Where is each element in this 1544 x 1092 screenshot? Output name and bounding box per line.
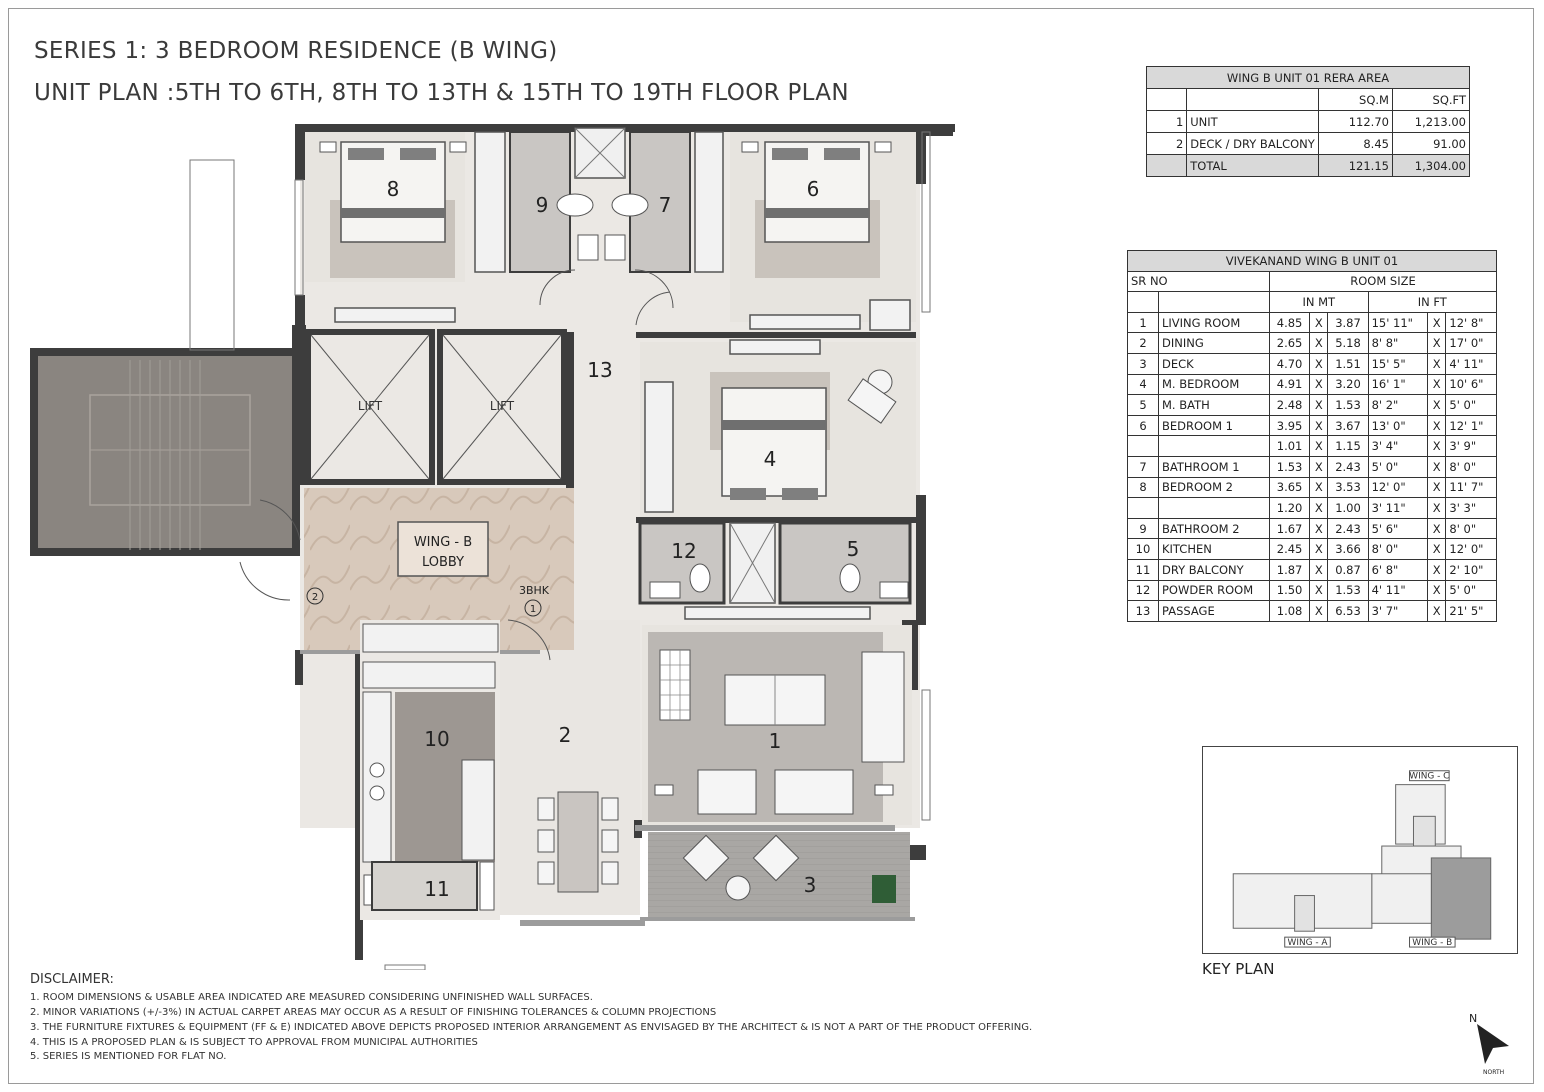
stair-core (30, 348, 300, 556)
disclaimer-line: 1. ROOM DIMENSIONS & USABLE AREA INDICAT… (30, 992, 593, 1003)
disclaimer-line: 4. THIS IS A PROPOSED PLAN & IS SUBJECT … (30, 1037, 478, 1048)
north-word: NORTH (1483, 1069, 1504, 1076)
north-letter: N (1469, 1012, 1477, 1025)
room-number-5: 5 (847, 537, 860, 561)
rera-area-table: WING B UNIT 01 RERA AREA SQ.M SQ.FT 1 UN… (1145, 66, 1471, 177)
sofa (861, 651, 905, 763)
rera-col-sqft: SQ.FT (1391, 88, 1471, 111)
rera-total-row: TOTAL 121.15 1,304.00 (1145, 154, 1471, 177)
disclaimer-heading: DISCLAIMER: (30, 972, 114, 987)
north-arrow: N NORTH (1469, 1012, 1509, 1076)
lobby-label-1: WING - B (414, 535, 472, 550)
key-plan: WING - C WING - A WING - B (1202, 746, 1518, 954)
bathroom-7 (629, 131, 691, 273)
lift-label-1: LIFT (358, 399, 383, 413)
page-subtitle: UNIT PLAN :5TH TO 6TH, 8TH TO 13TH & 15T… (34, 80, 849, 106)
room-number-3: 3 (804, 873, 817, 897)
unit-tag: 3BHK (519, 584, 550, 597)
lobby-label-2: LOBBY (422, 555, 464, 570)
room-number-12: 12 (671, 539, 696, 563)
lift-label-2: LIFT (490, 399, 515, 413)
room-number-7: 7 (659, 193, 672, 217)
room-number-4: 4 (764, 447, 777, 471)
disclaimer-line: 3. THE FURNITURE FIXTURES & EQUIPMENT (F… (30, 1022, 1033, 1033)
room-table-col-in-mt: IN MT (1269, 291, 1369, 313)
rera-col-sqm: SQ.M (1317, 88, 1393, 111)
room-number-13: 13 (587, 358, 612, 382)
entry-marker-1: 1 (530, 604, 536, 615)
room-table-col-room-size: ROOM SIZE (1269, 270, 1497, 293)
room-table-title: VIVEKANAND WING B UNIT 01 (1127, 250, 1497, 272)
key-plan-label: KEY PLAN (1202, 960, 1275, 978)
room-table-col-srno: SR NO (1127, 270, 1270, 293)
north-arrow-icon (1477, 1024, 1509, 1064)
rera-title: WING B UNIT 01 RERA AREA (1146, 66, 1470, 89)
entry-marker-2: 2 (312, 592, 318, 603)
dining-table (557, 791, 599, 893)
room-number-6: 6 (807, 177, 820, 201)
disclaimer-line: 2. MINOR VARIATIONS (+/-3%) IN ACTUAL CA… (30, 1007, 717, 1018)
room-number-11: 11 (424, 877, 449, 901)
room-number-8: 8 (387, 177, 400, 201)
room-size-table: VIVEKANAND WING B UNIT 01 SR NO ROOM SIZ… (1127, 250, 1498, 622)
floor-plan: 1 2 3 4 5 6 7 8 9 10 11 12 13 LIFT LIFT … (30, 124, 955, 970)
page-frame (8, 8, 1534, 1084)
key-plan-wing-c: WING - C (1409, 772, 1449, 782)
room-number-1: 1 (769, 729, 782, 753)
lobby-sign (397, 521, 489, 577)
disclaimer-line: 5. SERIES IS MENTIONED FOR FLAT NO. (30, 1051, 227, 1062)
key-plan-wing-a: WING - A (1288, 938, 1329, 948)
rera-row: 2 DECK / DRY BALCONY 8.45 91.00 (1145, 132, 1471, 155)
room-number-2: 2 (559, 723, 572, 747)
room-number-10: 10 (424, 727, 449, 751)
dry-balcony-11 (371, 861, 478, 911)
bed-master-bedroom (721, 387, 827, 497)
room-table-col-in-ft: IN FT (1367, 291, 1498, 313)
room-number-9: 9 (536, 193, 549, 217)
rera-row: 1 UNIT 112.70 1,213.00 (1145, 110, 1471, 133)
key-plan-wing-b: WING - B (1412, 938, 1452, 948)
page-title: SERIES 1: 3 BEDROOM RESIDENCE (B WING) (34, 38, 558, 64)
